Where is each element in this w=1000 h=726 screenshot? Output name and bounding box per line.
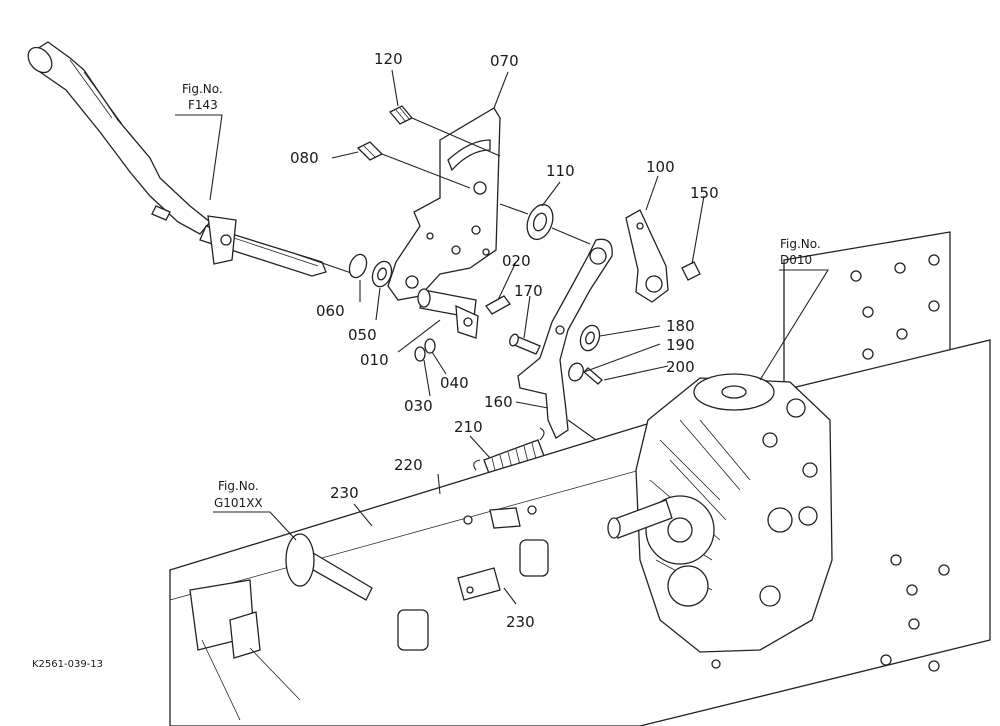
part-label-170: 170 — [514, 282, 543, 300]
part-label-220: 220 — [394, 456, 423, 474]
drawing-code: K2561-039-13 — [32, 659, 103, 670]
part-label-210: 210 — [454, 418, 483, 436]
part-label-180: 180 — [666, 317, 695, 335]
figure-ref-g101xx-line2: G101XX — [214, 496, 263, 510]
bolt-080 — [356, 141, 471, 189]
axle-shaft — [189, 533, 373, 721]
shift-lever-160 — [517, 238, 613, 441]
figure-ref-f143-line1: Fig.No. — [182, 82, 223, 96]
part-label-050: 050 — [348, 326, 377, 344]
frame-rail-lower — [169, 339, 991, 726]
part-label-040: 040 — [440, 374, 469, 392]
washer-050 — [371, 260, 393, 288]
detent-arm-100 — [625, 209, 701, 303]
part-label-120: 120 — [374, 50, 403, 68]
washer-030 — [414, 346, 426, 362]
part-label-150: 150 — [690, 184, 719, 202]
figure-ref-g101xx: Fig.No. G101XX — [214, 479, 263, 510]
pin-200 — [583, 367, 603, 385]
washer-190 — [568, 362, 584, 382]
control-lever — [27, 41, 361, 277]
figure-ref-d010-line2: D010 — [780, 253, 812, 267]
part-label-080: 080 — [290, 149, 319, 167]
link-block — [457, 507, 521, 601]
nut-040 — [424, 338, 436, 354]
part-label-230-upper: 230 — [330, 484, 359, 502]
washer-180 — [579, 324, 601, 352]
shaft-010 — [417, 288, 479, 339]
figure-ref-d010-line1: Fig.No. — [780, 237, 821, 251]
figure-ref-f143-line2: F143 — [188, 98, 218, 112]
part-label-230-lower: 230 — [506, 613, 535, 631]
part-label-200: 200 — [666, 358, 695, 376]
part-label-070: 070 — [490, 52, 519, 70]
figure-ref-d010: Fig.No. D010 — [780, 237, 821, 267]
part-label-030: 030 — [404, 397, 433, 415]
part-label-190: 190 — [666, 336, 695, 354]
snap-ring-060 — [348, 253, 368, 279]
figure-ref-f143: Fig.No. F143 — [182, 82, 223, 112]
part-label-060: 060 — [316, 302, 345, 320]
part-label-020: 020 — [502, 252, 531, 270]
bracket-plate — [387, 107, 501, 301]
bolt-020 — [485, 295, 511, 315]
pin-170 — [509, 333, 541, 355]
part-label-010: 010 — [360, 351, 389, 369]
bolt-120 — [388, 105, 501, 157]
part-label-160: 160 — [484, 393, 513, 411]
transmission-housing — [607, 373, 833, 653]
figure-ref-g101xx-line1: Fig.No. — [218, 479, 259, 493]
part-label-110: 110 — [546, 162, 575, 180]
leader-lines — [175, 69, 829, 605]
bushing-110 — [499, 203, 591, 245]
part-label-100: 100 — [646, 158, 675, 176]
